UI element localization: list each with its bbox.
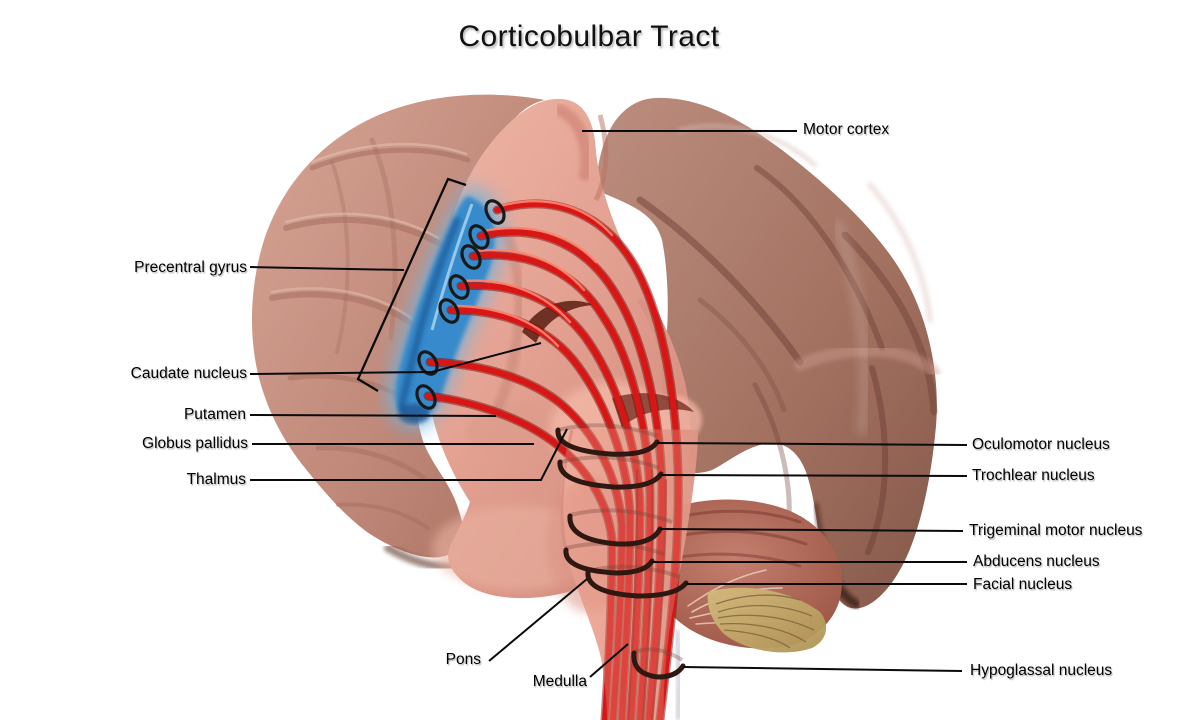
motor-cortex-ridge xyxy=(554,104,593,181)
posterior-cortex xyxy=(596,97,940,609)
pons-line xyxy=(488,578,588,662)
fiber-origin-loops xyxy=(415,199,506,410)
facial-ring xyxy=(585,569,689,599)
label-trochlear-nucleus: Trochlear nucleus xyxy=(972,467,1095,484)
trochlear-line xyxy=(660,474,968,477)
label-precentral-gyrus: Precentral gyrus xyxy=(134,259,247,276)
medial-seam xyxy=(593,114,609,202)
figure-title: Corticobulbar Tract xyxy=(458,20,720,53)
fan-striations xyxy=(715,594,815,649)
label-facial-nucleus: Facial nucleus xyxy=(973,576,1073,593)
fiber-mains xyxy=(425,201,682,720)
medulla-line xyxy=(589,643,629,678)
label-abducens-nucleus: Abducens nucleus xyxy=(973,553,1100,570)
vessel-band xyxy=(672,629,684,720)
trigeminal-line xyxy=(659,528,964,532)
blue-light-ridge xyxy=(430,203,474,331)
label-trigeminal-motor-nucleus: Trigeminal motor nucleus xyxy=(969,522,1143,539)
blue-tip xyxy=(398,404,430,424)
label-thalmus: Thalmus xyxy=(186,471,246,488)
trochlear-ring xyxy=(557,459,664,490)
hypoglossal-ring xyxy=(631,650,686,680)
abducens-ring xyxy=(563,547,655,576)
putamen-region xyxy=(465,403,545,447)
trigeminal-ring xyxy=(567,513,663,547)
corticobulbar-fibers xyxy=(423,199,683,720)
oculomotor-line xyxy=(656,442,968,446)
bundle-strands xyxy=(626,468,668,720)
label-hypoglassal-nucleus: Hypoglassal nucleus xyxy=(970,662,1113,679)
putamen-line xyxy=(249,414,497,417)
frontal-lobe-mass xyxy=(251,94,545,558)
label-putamen: Putamen xyxy=(183,406,246,423)
leader-lines xyxy=(249,130,968,678)
label-pons: Pons xyxy=(445,651,481,668)
label-motor-cortex: Motor cortex xyxy=(803,121,890,138)
blue-dark-streak xyxy=(397,216,462,411)
nuclei-rings xyxy=(555,423,689,680)
label-caudate-nucleus: Caudate nucleus xyxy=(130,365,247,382)
label-globus-pallidus: Globus pallidus xyxy=(142,435,248,452)
fiber-highlights xyxy=(452,200,614,348)
thalmus-line xyxy=(250,428,568,481)
caudate-nucleus-line xyxy=(249,342,542,375)
posterior-cortex-mass xyxy=(596,97,937,609)
label-medulla: Medulla xyxy=(532,673,587,690)
precentral-gyrus-line xyxy=(249,266,405,271)
precentral-gyrus-bracket xyxy=(356,177,467,392)
hypoglassal-line xyxy=(682,666,963,672)
posterior-sulci xyxy=(636,124,940,555)
label-oculomotor-nucleus: Oculomotor nucleus xyxy=(972,436,1110,453)
